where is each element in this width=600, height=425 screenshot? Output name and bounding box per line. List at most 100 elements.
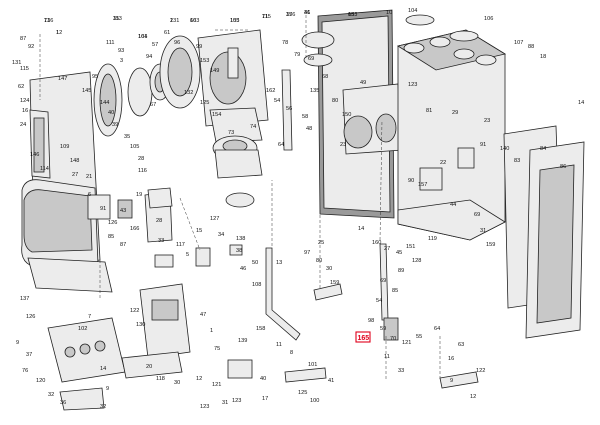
part-callout-number: 132	[184, 90, 193, 96]
highlighted-part-number: 165	[358, 335, 370, 342]
part-callout-number: 41	[304, 10, 310, 16]
part-callout-number: 31	[222, 400, 228, 406]
part-callout-number: 121	[402, 340, 411, 346]
part-callout-number: 14	[358, 226, 364, 232]
part-callout-number: 35	[124, 134, 130, 140]
part-callout-number: 145	[82, 88, 91, 94]
part-callout-number: 25	[318, 240, 324, 246]
part-callout-number: 37	[286, 12, 292, 18]
part-callout-number: 23	[340, 142, 346, 148]
part-callout-number: 156	[286, 12, 295, 18]
part-callout-number: 116	[138, 168, 147, 174]
part-callout-number: 80	[316, 258, 322, 264]
part-callout-number: 64	[434, 326, 440, 332]
part-callout-number: 68	[322, 74, 328, 80]
part-callout-number: 133	[348, 12, 357, 18]
part-callout-number: 88	[528, 44, 534, 50]
part-callout-number: 146	[30, 152, 39, 158]
part-callout-number: 71	[262, 14, 268, 20]
part-callout-number: 157	[418, 182, 427, 188]
part-callout-number: 162	[266, 88, 275, 94]
part-callout-number: 115	[20, 66, 29, 72]
part-callout-number: 153	[200, 58, 209, 64]
part-callout-number: 127	[210, 216, 219, 222]
part-callout-number: 108	[252, 282, 261, 288]
part-callout-number: 122	[130, 308, 139, 314]
part-callout-number: 3	[120, 58, 123, 64]
part-callout-number: 28	[156, 218, 162, 224]
part-callout-number: 137	[20, 296, 29, 302]
part-callout-number: 154	[212, 112, 221, 118]
part-callout-number: 111	[106, 40, 115, 46]
part-callout-number: 139	[238, 338, 247, 344]
part-callout-number: 59	[380, 326, 386, 332]
part-callout-number: 7	[88, 314, 91, 320]
part-callout-number: 163	[190, 18, 199, 24]
part-callout-number: 85	[108, 234, 114, 240]
part-callout-number: 60	[190, 18, 196, 24]
part-callout-number: 34	[218, 232, 224, 238]
part-callout-number: 140	[500, 146, 509, 152]
part-callout-number: 123	[200, 404, 209, 410]
part-callout-number: 21	[86, 174, 92, 180]
pipes	[147, 47, 479, 389]
part-callout-number: 74	[250, 124, 256, 130]
part-callout-number: 69	[308, 56, 314, 62]
part-callout-number: 22	[440, 160, 446, 166]
part-callout-number: 91	[480, 142, 486, 148]
part-callout-number: 100	[310, 398, 319, 404]
part-callout-number: 104	[408, 8, 417, 14]
part-callout-number: 136	[44, 18, 53, 24]
part-callout-number: 43	[120, 208, 126, 214]
part-callout-number: 101	[138, 34, 147, 40]
part-callout-number: 18	[540, 54, 546, 60]
heat-exchanger	[197, 29, 269, 143]
part-callout-number: 81	[426, 108, 432, 114]
right-cabinet	[396, 14, 507, 241]
part-callout-number: 131	[170, 18, 179, 24]
part-callout-number: 101	[308, 362, 317, 368]
part-callout-number: 16	[448, 356, 454, 362]
part-callout-number: 160	[372, 240, 381, 246]
part-callout-number: 78	[282, 40, 288, 46]
part-callout-number: 102	[78, 326, 87, 332]
part-callout-number: 12	[196, 376, 202, 382]
part-callout-number: 131	[12, 60, 21, 66]
part-callout-number: 149	[210, 68, 219, 74]
part-callout-number: 164	[138, 34, 147, 40]
part-callout-number: 125	[200, 100, 209, 106]
part-callout-number: 95	[92, 74, 98, 80]
part-callout-number: 13	[276, 260, 282, 266]
part-callout-number: 62	[18, 84, 24, 90]
part-callout-number: 106	[484, 16, 493, 22]
part-callout-number: 35	[113, 16, 119, 22]
part-callout-number: 126	[108, 220, 117, 226]
part-callout-number: 36	[304, 10, 310, 16]
part-callout-number: 38	[236, 248, 242, 254]
part-callout-number: 70	[390, 336, 396, 342]
part-callout-number: 50	[252, 260, 258, 266]
part-callout-number: 41	[328, 378, 334, 384]
part-callout-number: 107	[514, 40, 523, 46]
part-callout-number: 97	[304, 250, 310, 256]
control-panel	[47, 283, 253, 411]
part-callout-number: 148	[70, 158, 79, 164]
highlighted-callout[interactable]: 165	[355, 331, 371, 343]
part-callout-number: 85	[392, 288, 398, 294]
part-callout-number: 61	[164, 30, 170, 36]
part-callout-number: 99	[196, 44, 202, 50]
fan-unit	[212, 135, 263, 208]
part-callout-number: 14	[100, 366, 106, 372]
part-callout-number: 12	[56, 30, 62, 36]
part-callout-number: 12	[470, 394, 476, 400]
part-callout-number: 23	[484, 118, 490, 124]
part-callout-number: 105	[130, 144, 139, 150]
part-callout-number: 17	[262, 396, 268, 402]
part-callout-number: 159	[486, 242, 495, 248]
left-casing	[21, 71, 113, 293]
part-callout-number: 24	[20, 122, 26, 128]
part-callout-number: 114	[40, 166, 49, 172]
part-callout-number: 73	[228, 130, 234, 136]
part-callout-number: 44	[450, 202, 456, 208]
